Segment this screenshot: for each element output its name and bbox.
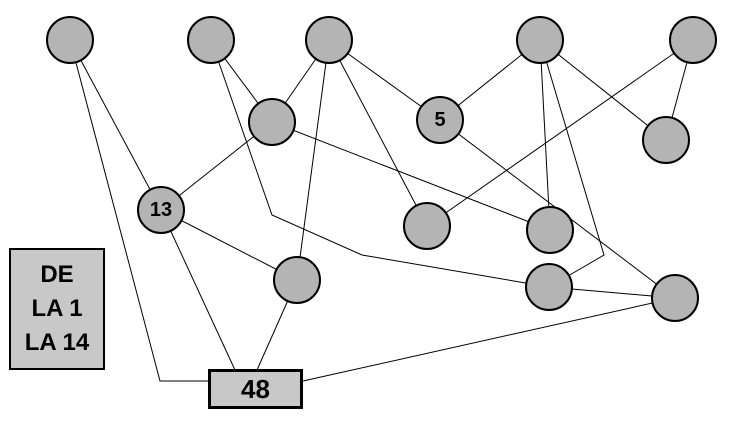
node-circle bbox=[305, 16, 353, 64]
node-circle bbox=[642, 116, 690, 164]
graph-node-g: 5 bbox=[416, 96, 464, 144]
graph-node-k bbox=[526, 206, 574, 254]
edge-b-m bbox=[210, 39, 550, 288]
legend-line-3: LA 14 bbox=[24, 329, 90, 356]
node-circle bbox=[416, 96, 464, 144]
node-label-n5: 5 bbox=[434, 109, 445, 131]
legend-line-2: LA 1 bbox=[31, 295, 83, 322]
edge-a-13 bbox=[69, 39, 162, 211]
graph-node-b bbox=[187, 16, 235, 64]
edge-result-n bbox=[302, 297, 676, 382]
graph-node-e bbox=[669, 16, 717, 64]
nodes: 5 13 bbox=[46, 16, 717, 322]
node-circle bbox=[526, 206, 574, 254]
edge-c-j bbox=[328, 39, 428, 227]
node-circle bbox=[516, 16, 564, 64]
node-circle bbox=[248, 98, 296, 146]
node-circle bbox=[403, 202, 451, 250]
graph-node-l bbox=[273, 256, 321, 304]
graph-node-h bbox=[642, 116, 690, 164]
edge-c-l bbox=[296, 39, 330, 281]
edge-a-result bbox=[69, 39, 208, 382]
graph-node-j bbox=[403, 202, 451, 250]
edge-d-k bbox=[539, 39, 551, 231]
graph-node-n bbox=[651, 274, 699, 322]
node-circle bbox=[651, 274, 699, 322]
result-value: 48 bbox=[241, 373, 270, 404]
legend-box: DE LA 1 LA 14 bbox=[9, 248, 105, 370]
edge-13-result bbox=[160, 209, 236, 371]
node-circle bbox=[669, 16, 717, 64]
graph-node-c bbox=[305, 16, 353, 64]
result-box: 48 bbox=[208, 369, 303, 409]
edge-e-j bbox=[426, 39, 694, 227]
edge-13-l bbox=[160, 209, 298, 281]
node-circle bbox=[46, 16, 94, 64]
graph-node-m bbox=[525, 263, 573, 311]
graph-node-d bbox=[516, 16, 564, 64]
legend-line-1: DE bbox=[40, 261, 74, 288]
node-circle bbox=[525, 263, 573, 311]
graph-node-i: 13 bbox=[137, 186, 185, 234]
edge-d-h bbox=[539, 39, 667, 141]
node-circle bbox=[137, 186, 185, 234]
node-circle bbox=[273, 256, 321, 304]
node-label-n13: 13 bbox=[150, 199, 172, 221]
node-circle bbox=[187, 16, 235, 64]
graph-node-f bbox=[248, 98, 296, 146]
graph-node-a bbox=[46, 16, 94, 64]
edge-f-k bbox=[271, 121, 551, 231]
